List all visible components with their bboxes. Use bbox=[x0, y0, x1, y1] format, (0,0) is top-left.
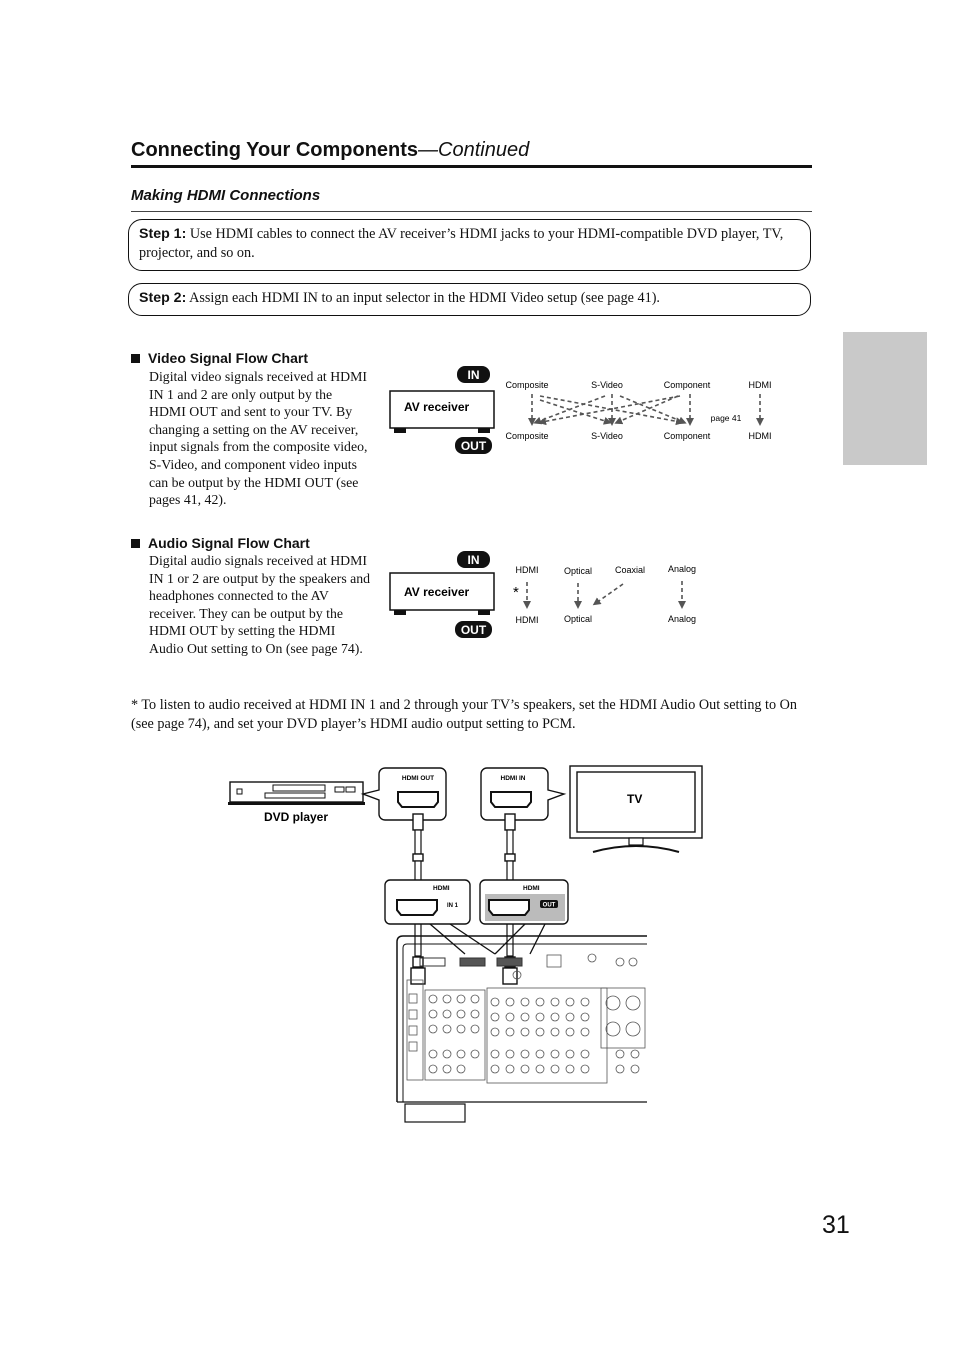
section-title: Making HDMI Connections bbox=[131, 187, 321, 204]
audio-input-optical: Optical bbox=[564, 566, 592, 576]
audio-output-optical: Optical bbox=[564, 614, 592, 624]
audio-in-label: IN bbox=[468, 553, 480, 567]
receiver-out-sub: OUT bbox=[543, 903, 556, 909]
video-av-receiver-box bbox=[389, 390, 495, 429]
receiver-foot bbox=[394, 428, 406, 433]
receiver-rear-panel bbox=[396, 935, 647, 1123]
video-input-composite: Composite bbox=[505, 380, 548, 390]
page-header-title: Connecting Your Components—Continued bbox=[131, 139, 529, 162]
hdmi-port-icon bbox=[490, 791, 532, 808]
receiver-foot bbox=[478, 610, 490, 615]
hdmi-port-icon bbox=[397, 791, 439, 808]
header-rule bbox=[131, 165, 812, 168]
step-1-label: Step 1: bbox=[139, 226, 187, 242]
audio-in-badge bbox=[457, 551, 490, 568]
audio-asterisk: * bbox=[513, 584, 519, 601]
audio-output-analog: Analog bbox=[668, 614, 696, 624]
dvd-port-label: HDMI OUT bbox=[402, 775, 434, 782]
video-av-receiver-label: AV receiver bbox=[404, 400, 469, 414]
receiver-out-label: HDMI bbox=[523, 885, 540, 892]
video-input-svideo: S-Video bbox=[591, 380, 623, 390]
audio-input-hdmi: HDMI bbox=[516, 565, 539, 575]
hdmi-port-icon bbox=[396, 899, 438, 916]
tv-illustration bbox=[569, 765, 703, 853]
audio-av-receiver-box bbox=[389, 572, 495, 611]
dvd-player-illustration bbox=[228, 781, 365, 805]
audio-out-label: OUT bbox=[461, 623, 487, 637]
audio-output-hdmi: HDMI bbox=[516, 615, 539, 625]
out-badge bbox=[540, 900, 558, 908]
video-in-badge bbox=[457, 366, 490, 383]
video-in-label: IN bbox=[468, 368, 480, 382]
receiver-foot bbox=[394, 610, 406, 615]
receiver-foot bbox=[478, 428, 490, 433]
audio-chart-description: Digital audio signals received at HDMI I… bbox=[149, 553, 371, 656]
section-rule bbox=[131, 211, 812, 212]
bullet-square-icon bbox=[131, 539, 140, 548]
step-1-box: Step 1: Use HDMI cables to connect the A… bbox=[128, 219, 811, 271]
video-input-hdmi: HDMI bbox=[749, 380, 772, 390]
step-1-text: Use HDMI cables to connect the AV receiv… bbox=[139, 226, 784, 261]
header-continued: —Continued bbox=[418, 139, 530, 161]
audio-chart-title: Audio Signal Flow Chart bbox=[148, 535, 310, 551]
video-chart-title: Video Signal Flow Chart bbox=[148, 350, 308, 366]
step-2-label: Step 2: bbox=[139, 290, 187, 306]
receiver-in1-label: HDMI bbox=[433, 885, 450, 892]
video-chart-description: Digital video signals received at HDMI I… bbox=[149, 369, 368, 508]
hdmi-connection-diagram: DVD player HDMI OUT HDMI IN TV HDMI IN 1… bbox=[228, 765, 703, 1123]
footnote: * To listen to audio received at HDMI IN… bbox=[131, 697, 797, 732]
video-out-badge bbox=[455, 437, 492, 454]
video-flow-diagram: IN AV receiver OUT Composite S-Video Com… bbox=[389, 366, 772, 454]
audio-input-analog: Analog bbox=[668, 564, 696, 574]
video-out-label: OUT bbox=[461, 439, 487, 453]
chapter-tab bbox=[843, 332, 927, 465]
video-output-hdmi: HDMI bbox=[749, 431, 772, 441]
page-number: 31 bbox=[822, 1211, 850, 1239]
video-output-composite: Composite bbox=[505, 431, 548, 441]
audio-out-badge bbox=[455, 621, 492, 638]
video-input-component: Component bbox=[664, 380, 711, 390]
tv-port-label: HDMI IN bbox=[501, 775, 526, 782]
hdmi-port-icon bbox=[488, 899, 530, 916]
header-title-text: Connecting Your Components bbox=[131, 139, 419, 161]
audio-av-receiver-label: AV receiver bbox=[404, 585, 469, 599]
audio-input-coaxial: Coaxial bbox=[615, 565, 645, 575]
step-2-box: Step 2: Assign each HDMI IN to an input … bbox=[128, 283, 811, 316]
audio-chart-heading: Audio Signal Flow Chart bbox=[131, 535, 310, 551]
receiver-in1-callout bbox=[384, 879, 471, 925]
tv-label: TV bbox=[627, 792, 642, 806]
video-output-svideo: S-Video bbox=[591, 431, 623, 441]
video-output-component: Component bbox=[664, 431, 711, 441]
video-page-note: page 41 bbox=[711, 413, 742, 423]
video-chart-heading: Video Signal Flow Chart bbox=[131, 350, 308, 366]
audio-flow-diagram: IN AV receiver OUT HDMI Optical Coaxial … bbox=[389, 551, 696, 638]
step-2-text: Assign each HDMI IN to an input selector… bbox=[189, 290, 660, 306]
bullet-square-icon bbox=[131, 354, 140, 363]
dvd-player-label: DVD player bbox=[264, 810, 328, 824]
receiver-in1-sub: IN 1 bbox=[447, 903, 459, 909]
